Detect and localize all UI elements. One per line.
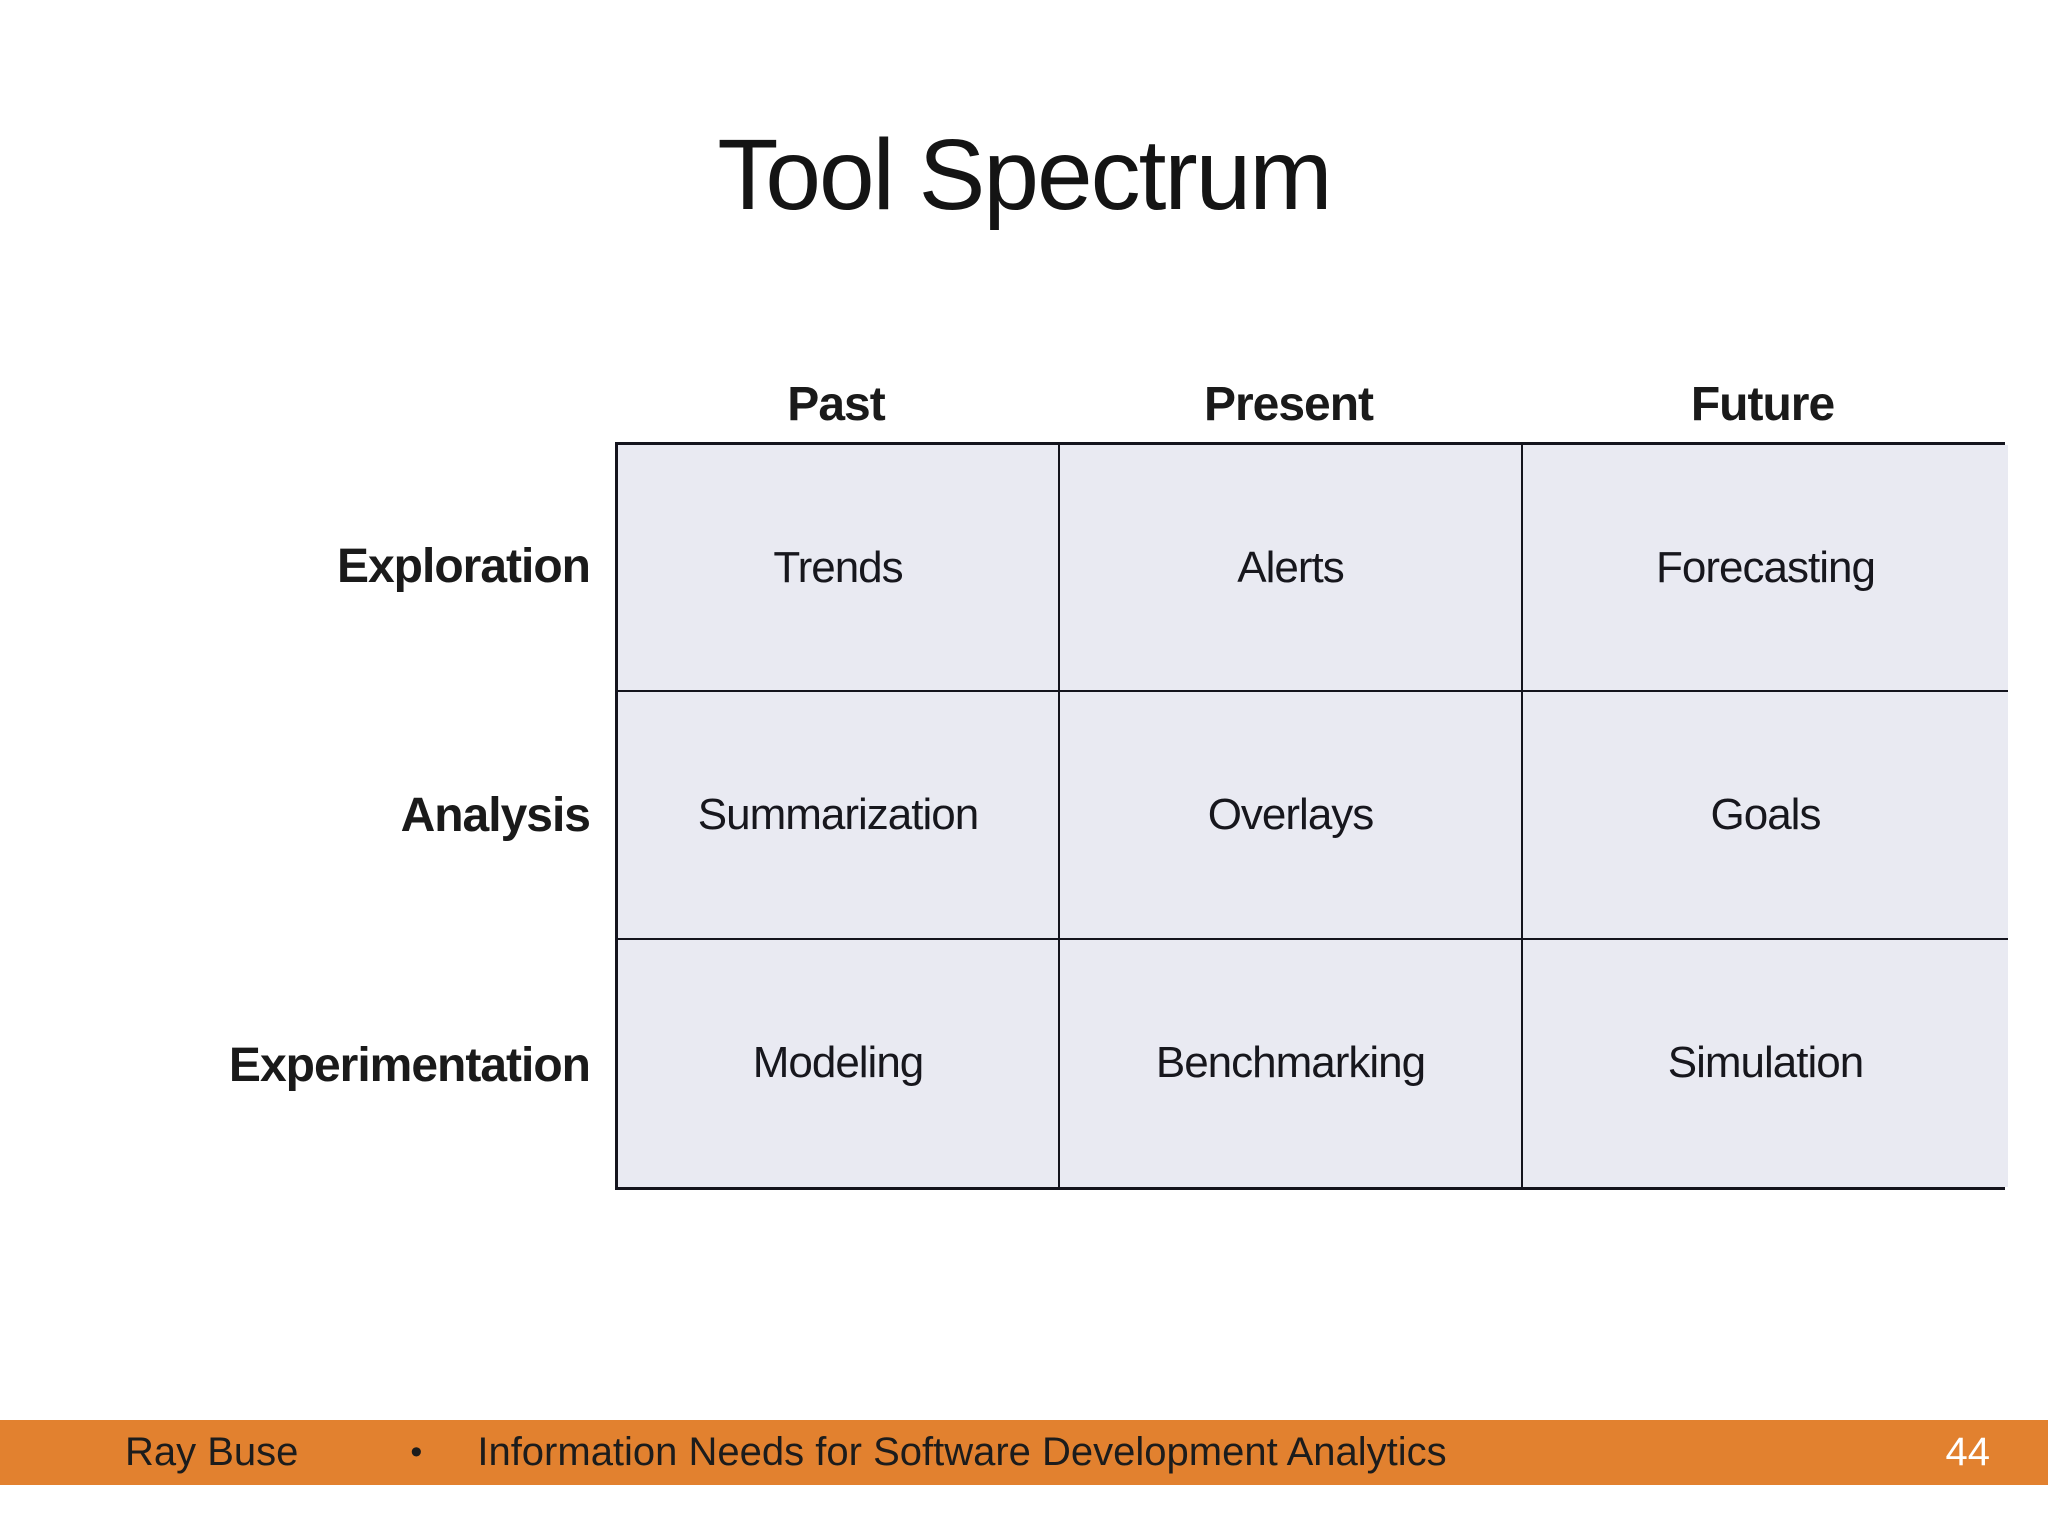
table-cell-exploration-present: Alerts xyxy=(1060,445,1523,693)
column-header-future: Future xyxy=(1690,378,1835,431)
table-cell-experimentation-future: Simulation xyxy=(1523,939,2008,1187)
row-label-experimentation: Experimentation xyxy=(228,1038,591,1092)
table-cell-exploration-past: Trends xyxy=(618,445,1060,693)
footer-bullet-separator: • xyxy=(410,1433,423,1471)
footer-page-number: 44 xyxy=(1945,1430,1991,1474)
table-cell-analysis-present: Overlays xyxy=(1060,692,1523,940)
footer-deck-title: Information Needs for Software Developme… xyxy=(477,1430,1447,1474)
tool-spectrum-table: Trends Alerts Forecasting Summarization … xyxy=(615,442,2008,1190)
table-cell-experimentation-present: Benchmarking xyxy=(1060,939,1523,1187)
table-cell-analysis-future: Goals xyxy=(1523,692,2008,940)
footer-bar: Ray Buse • Information Needs for Softwar… xyxy=(0,1420,2048,1485)
column-header-past: Past xyxy=(787,378,885,431)
row-label-analysis: Analysis xyxy=(400,789,591,843)
column-header-present: Present xyxy=(1203,378,1374,431)
footer-author: Ray Buse xyxy=(125,1430,299,1474)
row-label-exploration: Exploration xyxy=(336,540,591,594)
slide-title: Tool Spectrum xyxy=(717,119,1332,231)
table-cell-exploration-future: Forecasting xyxy=(1523,445,2008,693)
table-cell-analysis-past: Summarization xyxy=(618,692,1060,940)
matrix-column-headers: Past Present Future xyxy=(615,350,2005,438)
matrix-row-labels: Exploration Analysis Experimentation xyxy=(0,442,591,1190)
table-cell-experimentation-past: Modeling xyxy=(618,939,1060,1187)
